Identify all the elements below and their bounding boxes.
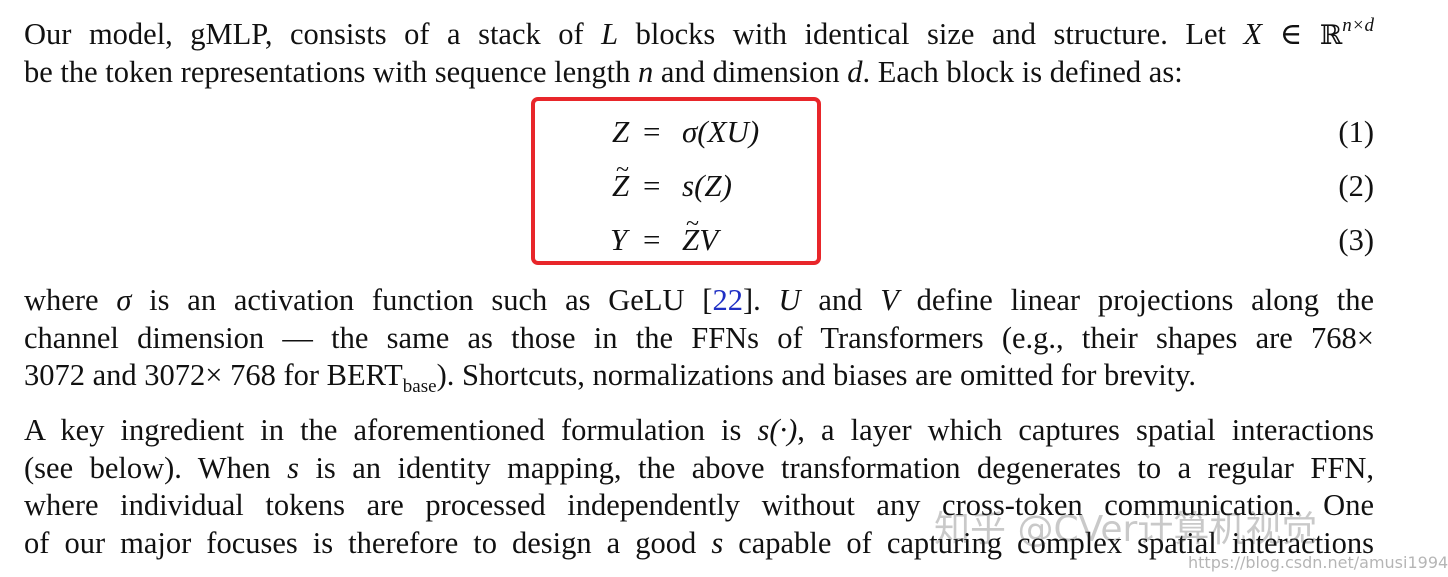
text-span: . Each block is defined as: — [862, 54, 1183, 89]
text-span: of our major focuses is therefore to des… — [24, 525, 697, 560]
text-line: A key ingredient in the aforementioned f… — [24, 412, 1374, 450]
math-symbol: V — [699, 222, 719, 257]
math-symbol: σ — [116, 283, 132, 317]
text-line: where individual tokens are processed in… — [24, 488, 1374, 522]
math-operator: ∈ — [1279, 17, 1303, 51]
math-superscript: n×d — [1342, 15, 1375, 36]
text-span: (see below). When — [24, 450, 271, 485]
text-span: 3072 and 3072× 768 for BERT — [24, 358, 403, 392]
math-symbol: s — [711, 525, 724, 560]
equation-rhs: σ(XU) — [682, 114, 760, 149]
text-span: blocks with identical size and structure… — [635, 17, 1226, 51]
paper-page: Our model, gMLP, consists of a stack of … — [0, 0, 1400, 577]
text-span: , a layer which captures spatial interac… — [797, 413, 1375, 447]
subscript: base — [402, 376, 437, 397]
text-line: be the token representations with sequen… — [24, 54, 1374, 92]
text-span: Our model, gMLP, consists of a stack of — [24, 17, 584, 51]
watermark-url: https://blog.csdn.net/amusi1994 — [1188, 553, 1448, 572]
text-line: Our model, gMLP, consists of a stack of … — [24, 16, 1374, 54]
equation-rhs: s(Z) — [682, 168, 732, 203]
text-line: 3072 and 3072× 768 for BERTbase). Shortc… — [24, 357, 1374, 397]
text-span: ). Shortcuts, normalizations and biases … — [436, 358, 1197, 392]
equals-sign: = — [643, 168, 661, 203]
equation-3: Y = ZV — [0, 204, 1400, 260]
equals-sign: = — [643, 114, 661, 149]
text-line: of our major focuses is therefore to des… — [24, 525, 1374, 563]
equals-sign: = — [643, 222, 661, 257]
paragraph-spatial: A key ingredient in the aforementioned f… — [24, 412, 1374, 562]
tilde-symbol: Z — [682, 204, 699, 260]
math-symbol: s — [287, 450, 299, 485]
math-symbol: L — [601, 17, 619, 51]
equation-highlight-box — [531, 97, 821, 265]
math-symbol: n — [638, 54, 654, 89]
watermark-zhihu: 知乎 @CVer计算机视觉 — [934, 509, 1318, 550]
text-span: be the token representations with sequen… — [24, 54, 631, 89]
math-symbol: V — [880, 283, 899, 317]
text-span: is an identity mapping, the above transf… — [315, 450, 1374, 485]
equation-lhs: Z — [612, 114, 630, 149]
text-span: where — [24, 283, 99, 317]
paragraph-activation: where σ is an activation function such a… — [24, 282, 1374, 397]
text-line: channel dimension — the same as those in… — [24, 320, 1374, 355]
paragraph-intro: Our model, gMLP, consists of a stack of … — [24, 16, 1374, 91]
math-symbol: s(·) — [757, 413, 798, 447]
equation-lhs: Z — [612, 150, 629, 206]
citation-link[interactable]: 22 — [712, 283, 743, 317]
math-symbol: U — [778, 283, 801, 317]
equation-number: (2) — [1338, 169, 1374, 203]
text-span: define linear projections along the — [916, 283, 1374, 317]
equation-lhs: Y — [610, 222, 628, 257]
text-span: is an activation function such as GeLU [ — [149, 283, 713, 317]
equation-number: (3) — [1338, 223, 1374, 257]
math-reals-symbol: ℝ — [1319, 20, 1343, 51]
text-line: (see below). When s is an identity mappi… — [24, 450, 1374, 488]
math-symbol: X — [1243, 17, 1263, 51]
text-span: and — [818, 283, 863, 317]
equation-1: Z = σ(XU) — [0, 112, 1400, 152]
text-span: A key ingredient in the aforementioned f… — [24, 413, 742, 447]
text-span: ]. — [742, 283, 761, 317]
equation-2: Z = s(Z) — [0, 150, 1400, 206]
math-symbol: d — [847, 54, 863, 89]
text-span: and dimension — [660, 54, 840, 89]
text-line: where σ is an activation function such a… — [24, 282, 1374, 320]
text-span: capable of capturing complex spatial int… — [738, 525, 1375, 560]
equation-number: (1) — [1338, 115, 1374, 149]
equation-rhs: ZV — [682, 204, 719, 260]
